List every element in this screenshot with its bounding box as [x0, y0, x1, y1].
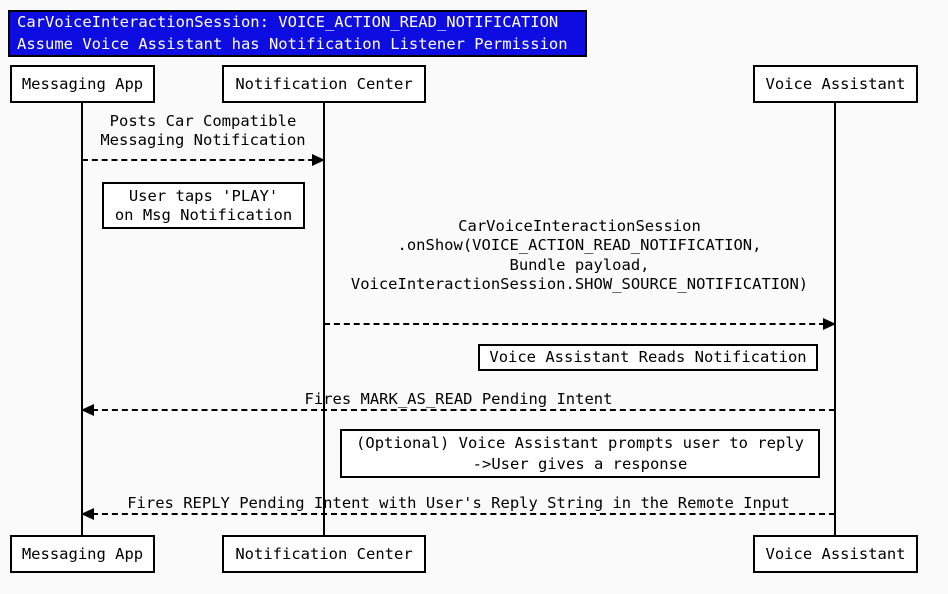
- lifeline-notification-center: [323, 103, 325, 535]
- message-label-reply: Fires REPLY Pending Intent with User's R…: [82, 494, 835, 513]
- participant-label: Messaging App: [21, 75, 144, 93]
- participant-label: Voice Assistant: [765, 545, 906, 563]
- participant-messaging-app-bottom: Messaging App: [10, 535, 155, 573]
- arrowhead-left-icon: [81, 404, 94, 416]
- participant-notification-center-bottom: Notification Center: [222, 535, 426, 573]
- participant-label: Notification Center: [235, 75, 413, 93]
- message-line: Fires MARK_AS_READ Pending Intent: [304, 390, 613, 408]
- message-line: VoiceInteractionSession.SHOW_SOURCE_NOTI…: [350, 274, 809, 293]
- participant-label: Messaging App: [21, 545, 144, 563]
- message-arrow-mark-as-read: [81, 404, 835, 416]
- message-line: Fires REPLY Pending Intent with User's R…: [127, 494, 790, 512]
- arrowhead-right-icon: [823, 318, 836, 330]
- participant-messaging-app-top: Messaging App: [10, 65, 155, 103]
- message-label-mark-as-read: Fires MARK_AS_READ Pending Intent: [82, 390, 835, 409]
- message-arrow-on-show: [324, 318, 836, 330]
- message-label-on-show: CarVoiceInteractionSession .onShow(VOICE…: [324, 217, 835, 294]
- message-line: Messaging Notification: [100, 131, 306, 150]
- note-line: on Msg Notification: [114, 205, 293, 224]
- diagram-title-block: CarVoiceInteractionSession: VOICE_ACTION…: [8, 10, 587, 57]
- message-arrow-post-notification: [82, 154, 325, 166]
- message-arrow-reply: [81, 508, 835, 520]
- message-line: Posts Car Compatible: [109, 112, 297, 130]
- participant-notification-center-top: Notification Center: [222, 65, 426, 103]
- participant-voice-assistant-top: Voice Assistant: [753, 65, 918, 103]
- message-line: CarVoiceInteractionSession: [458, 217, 701, 235]
- lifeline-messaging-app: [81, 103, 83, 535]
- message-line: .onShow(VOICE_ACTION_READ_NOTIFICATION,: [397, 236, 762, 255]
- diagram-title-line-1: CarVoiceInteractionSession: VOICE_ACTION…: [17, 13, 559, 31]
- participant-label: Voice Assistant: [765, 75, 906, 93]
- participant-voice-assistant-bottom: Voice Assistant: [753, 535, 918, 573]
- participant-label: Notification Center: [235, 545, 413, 563]
- note-voice-assistant-reads: Voice Assistant Reads Notification: [478, 344, 818, 371]
- message-label-post-notification: Posts Car Compatible Messaging Notificat…: [82, 112, 324, 151]
- note-optional-reply-prompt: (Optional) Voice Assistant prompts user …: [340, 429, 820, 478]
- note-line: User taps 'PLAY': [128, 186, 279, 205]
- note-line: ->User gives a response: [472, 454, 688, 473]
- note-line: Voice Assistant Reads Notification: [489, 348, 807, 366]
- arrowhead-left-icon: [81, 508, 94, 520]
- diagram-title-line-2: Assume Voice Assistant has Notification …: [17, 34, 568, 53]
- arrowhead-right-icon: [312, 154, 325, 166]
- message-line: Bundle payload,: [509, 255, 650, 274]
- note-line: (Optional) Voice Assistant prompts user …: [356, 433, 804, 452]
- note-user-taps-play: User taps 'PLAY' on Msg Notification: [102, 182, 305, 229]
